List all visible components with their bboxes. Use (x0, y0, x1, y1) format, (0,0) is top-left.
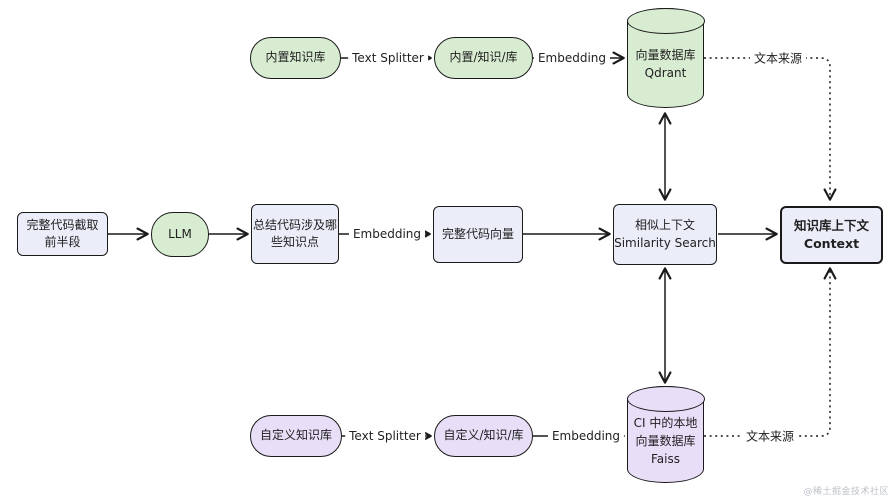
node-custom-knowledge-base: 自定义知识库 (250, 415, 342, 457)
node-builtin-knowledge-base: 内置知识库 (250, 37, 341, 79)
edge-label-embedding-bottom: Embedding (547, 429, 625, 443)
node-code-prefix: 完整代码截取 前半段 (17, 212, 108, 256)
node-code-vector: 完整代码向量 (433, 206, 523, 263)
watermark: @稀土掘金技术社区 (803, 487, 889, 497)
edge-qdrant-to-context-dotted (704, 57, 837, 201)
qdrant-cylinder: 向量数据库 Qdrant (626, 7, 705, 108)
node-knowledge-context: 知识库上下文 Context (780, 206, 883, 264)
node-label: 完整代码向量 (441, 226, 514, 241)
faiss-cylinder: CI 中的本地 向量数据库 Faiss (626, 385, 705, 483)
node-label: CI 中的本地 向量数据库 Faiss (633, 415, 698, 466)
edge-label-text-source-top: 文本来源 (749, 49, 807, 67)
node-llm: LLM (151, 212, 209, 257)
edge-faiss-to-context-dotted (704, 267, 837, 437)
node-label: LLM (168, 226, 192, 241)
node-custom-chunks: 自定义/知识/库 (434, 415, 533, 457)
edge-label-text-splitter-bottom: Text Splitter (345, 429, 425, 443)
node-label: 自定义/知识/库 (443, 428, 524, 443)
node-label: 内置/知识/库 (449, 50, 518, 65)
node-label: 自定义知识库 (259, 428, 332, 443)
node-summary-knowledge-points: 总结代码涉及哪 些知识点 (251, 204, 339, 264)
edge-label-text-splitter-top: Text Splitter (348, 51, 428, 65)
edge-label-text-source-bottom: 文本来源 (741, 427, 799, 445)
node-similarity-search: 相似上下文 Similarity Search (613, 204, 717, 265)
node-label: 内置知识库 (265, 50, 326, 65)
node-label: 向量数据库 Qdrant (635, 48, 696, 80)
edge-label-embedding-top: Embedding (533, 51, 611, 65)
edge-label-embedding-mid: Embedding (348, 227, 426, 241)
node-builtin-chunks: 内置/知识/库 (434, 37, 533, 79)
